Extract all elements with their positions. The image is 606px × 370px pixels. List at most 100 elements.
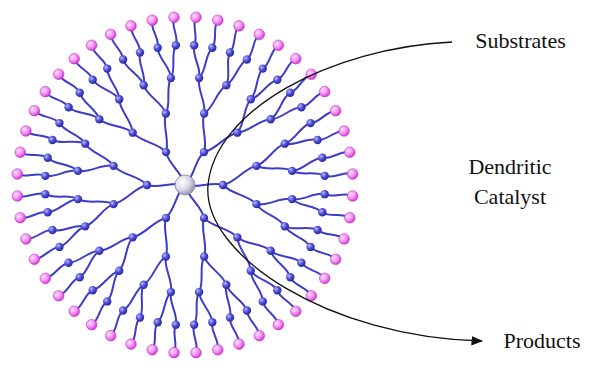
branch-unit (243, 306, 251, 314)
branch-unit (286, 88, 294, 96)
branch-chain (140, 285, 144, 318)
surface-group (40, 273, 51, 284)
surface-group (191, 12, 202, 23)
branch-unit (162, 214, 170, 222)
surface-group (212, 15, 223, 26)
branch-chain (204, 218, 237, 237)
branch-chain (256, 144, 284, 166)
branch-chain (251, 271, 263, 302)
dendrimer-branches (17, 17, 352, 352)
branch-chain (204, 256, 226, 284)
branch-chain (99, 237, 132, 250)
branch-unit (128, 233, 136, 241)
branch-chain (226, 285, 231, 318)
branch-chain (93, 271, 120, 291)
branch-unit (313, 226, 321, 234)
branch-chain (158, 292, 171, 322)
branch-chain (69, 107, 100, 119)
branch-chain (69, 251, 100, 263)
core-sphere (175, 175, 195, 195)
branch-unit (172, 41, 180, 49)
branch-chain (119, 99, 132, 132)
branch-unit (200, 252, 208, 260)
surface-group (169, 12, 180, 23)
branch-unit (247, 95, 255, 103)
surface-group (234, 21, 245, 32)
branch-unit (136, 48, 144, 56)
branch-unit (41, 172, 49, 180)
branch-unit (190, 41, 198, 49)
branch-unit (195, 288, 203, 296)
branch-chain (194, 292, 199, 325)
branch-unit (208, 43, 216, 51)
surface-group (290, 53, 301, 64)
branch-unit (208, 318, 216, 326)
branch-chain (144, 85, 166, 113)
branch-unit (74, 195, 82, 203)
branch-chain (59, 123, 85, 144)
branch-chain (204, 85, 226, 113)
branch-chain (48, 199, 78, 212)
branch-unit (88, 76, 96, 84)
branch-unit (43, 208, 51, 216)
branch-chain (114, 166, 147, 185)
branch-unit (297, 103, 305, 111)
surface-group (21, 126, 32, 137)
branch-unit (167, 288, 175, 296)
surface-group (306, 69, 317, 80)
branch-chain (133, 133, 166, 152)
surface-group (339, 234, 350, 245)
branch-chain (199, 292, 212, 322)
branch-chain (165, 218, 167, 257)
branch-unit (103, 297, 111, 305)
branch-chain (144, 256, 166, 284)
branch-unit (81, 222, 89, 230)
surface-group (344, 212, 355, 223)
branch-unit (321, 172, 329, 180)
branch-chain (226, 59, 247, 85)
branch-unit (76, 273, 84, 281)
branch-chain (256, 204, 284, 226)
surface-group (191, 347, 202, 358)
surface-group (319, 273, 330, 284)
branch-chain (271, 251, 302, 263)
branch-chain (194, 45, 200, 78)
branch-chain (107, 271, 119, 302)
branch-unit (88, 286, 96, 294)
branch-unit (103, 64, 111, 72)
branch-unit (153, 318, 161, 326)
branch-unit (321, 190, 329, 198)
branch-chain (85, 144, 113, 166)
branch-unit (259, 64, 267, 72)
branch-chain (45, 194, 78, 199)
catalyst-label: Dendritic Catalyst (455, 152, 565, 212)
branch-chain (133, 218, 166, 237)
branch-unit (252, 162, 260, 170)
branch-unit (288, 167, 296, 175)
branch-chain (166, 78, 171, 114)
branch-unit (219, 181, 227, 189)
branch-unit (167, 74, 175, 82)
branch-chain (292, 194, 325, 200)
branch-unit (162, 252, 170, 260)
branch-unit (200, 148, 208, 156)
branch-unit (109, 200, 117, 208)
branch-unit (76, 88, 84, 96)
products-label: Products (486, 326, 598, 356)
surface-group (86, 40, 97, 51)
surface-group (347, 191, 358, 202)
branch-chain (203, 114, 205, 153)
branch-unit (162, 148, 170, 156)
branch-unit (43, 153, 51, 161)
branch-unit (266, 115, 274, 123)
branch-unit (247, 266, 255, 274)
branch-chain (123, 285, 144, 311)
surface-group (53, 69, 64, 80)
branch-chain (285, 226, 311, 247)
branch-chain (285, 226, 318, 230)
branch-unit (286, 273, 294, 281)
branch-chain (48, 158, 78, 171)
surface-group (126, 339, 137, 350)
branch-chain (271, 251, 291, 278)
branch-unit (119, 306, 127, 314)
